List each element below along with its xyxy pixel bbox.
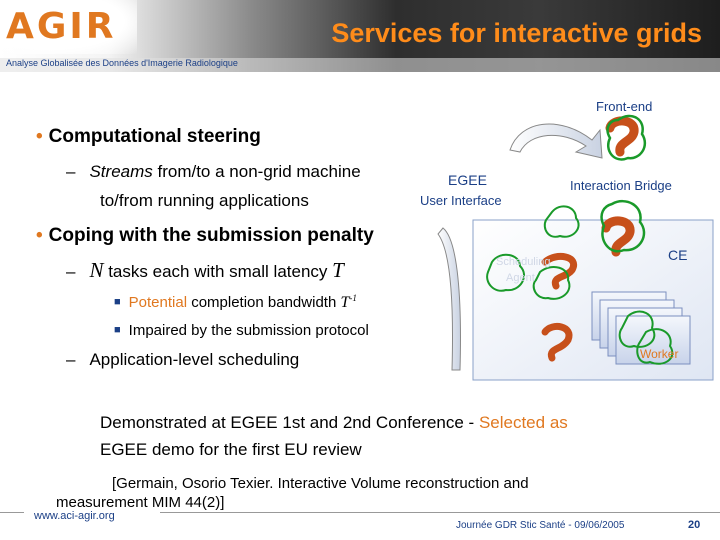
item-potential-bandwidth: ■ Potential completion bandwidth T-1 (114, 293, 357, 312)
symbol-t: T (332, 258, 344, 282)
header-stripe (0, 58, 720, 72)
bottom-spiral-icon (541, 322, 573, 362)
front-end-label: Front-end (596, 99, 653, 114)
app-scheduling-text: Application-level scheduling (89, 350, 300, 369)
bullet-computational-steering: •Computational steering (36, 126, 261, 148)
worker-blob-icon-2 (636, 328, 674, 365)
item-impaired-protocol: ■ Impaired by the submission protocol (114, 322, 369, 339)
demo-text: Demonstrated at EGEE 1st and 2nd Confere… (100, 413, 479, 432)
dash-icon: – (66, 162, 76, 181)
bridge-blob-icon (600, 199, 646, 253)
title-blob-icon (543, 205, 580, 238)
page-number: 20 (688, 519, 701, 531)
streams-italic: Streams (89, 162, 153, 181)
bridge-spiral-icon (601, 216, 635, 257)
symbol-n: N (89, 258, 104, 282)
worker-label: Worker (640, 347, 679, 361)
footer-url-link[interactable]: www.aci-agir.org (34, 510, 115, 522)
curved-arrow-top (509, 123, 603, 159)
reference-line-1: [Germain, Osorio Texier. Interactive Vol… (112, 475, 529, 492)
worker-blob-icon-1 (618, 310, 656, 348)
dash-icon: – (66, 262, 76, 281)
footer-line-right (160, 512, 720, 513)
square-bullet-icon: ■ (114, 296, 121, 308)
footer-line-left (0, 512, 24, 513)
selected-text: Selected as (478, 413, 568, 432)
dash-icon: – (66, 350, 76, 369)
logo-subtitle: Analyse Globalisée des Données d'Imageri… (6, 58, 238, 68)
egee-label: EGEE (448, 172, 487, 188)
agir-logo: AGIR (6, 6, 117, 47)
demo-line-2: EGEE demo for the first EU review (100, 440, 362, 459)
streams-text: from/to a non-grid machine (152, 162, 361, 181)
front-end-spiral-icon (605, 116, 639, 157)
interaction-bridge-label: Interaction Bridge (570, 178, 672, 193)
sub-bullet-streams-line2: to/from running applications (100, 191, 309, 210)
logo-backdrop (0, 0, 137, 54)
sub-bullet-n-tasks: –N tasks each with small latency T (66, 258, 344, 283)
impaired-text: Impaired by the submission protocol (128, 322, 369, 339)
front-end-blob-icon (606, 114, 647, 161)
square-bullet-icon: ■ (114, 324, 121, 336)
bandwidth-text: completion bandwidth (187, 294, 341, 311)
sub-bullet-app-scheduling: –Application-level scheduling (66, 350, 299, 370)
footer-event: Journée GDR Stic Santé - 09/06/2005 (456, 520, 625, 531)
slide-title: Services for interactive grids (331, 18, 702, 48)
agent-blob-icon (532, 265, 571, 300)
scheduler-spiral-icon (541, 252, 577, 290)
sub-bullet-streams: –Streams from/to a non-grid machine (66, 162, 361, 182)
bullet-dot-icon: • (36, 225, 43, 246)
tall-connector-arrow (437, 227, 461, 371)
user-interface-label: User Interface (420, 193, 502, 208)
bullet-text: Computational steering (48, 126, 261, 147)
scheduler-blob-icon (486, 253, 525, 292)
symbol-t-inverse: T (340, 294, 350, 311)
reference-line-2: measurement MIM 44(2)] (56, 494, 225, 511)
bullet-dot-icon: • (36, 126, 43, 147)
exponent: -1 (349, 293, 357, 303)
ce-label: CE (668, 247, 688, 263)
potential-word: Potential (128, 294, 188, 311)
bullet-submission-penalty: •Coping with the submission penalty (36, 225, 374, 247)
bullet-text: Coping with the submission penalty (48, 225, 374, 246)
scheduling-label: Scheduling (496, 256, 551, 268)
agent-label: Agent (506, 272, 535, 284)
demo-line-1: Demonstrated at EGEE 1st and 2nd Confere… (100, 413, 568, 433)
n-tasks-text: tasks each with small latency (103, 262, 333, 281)
